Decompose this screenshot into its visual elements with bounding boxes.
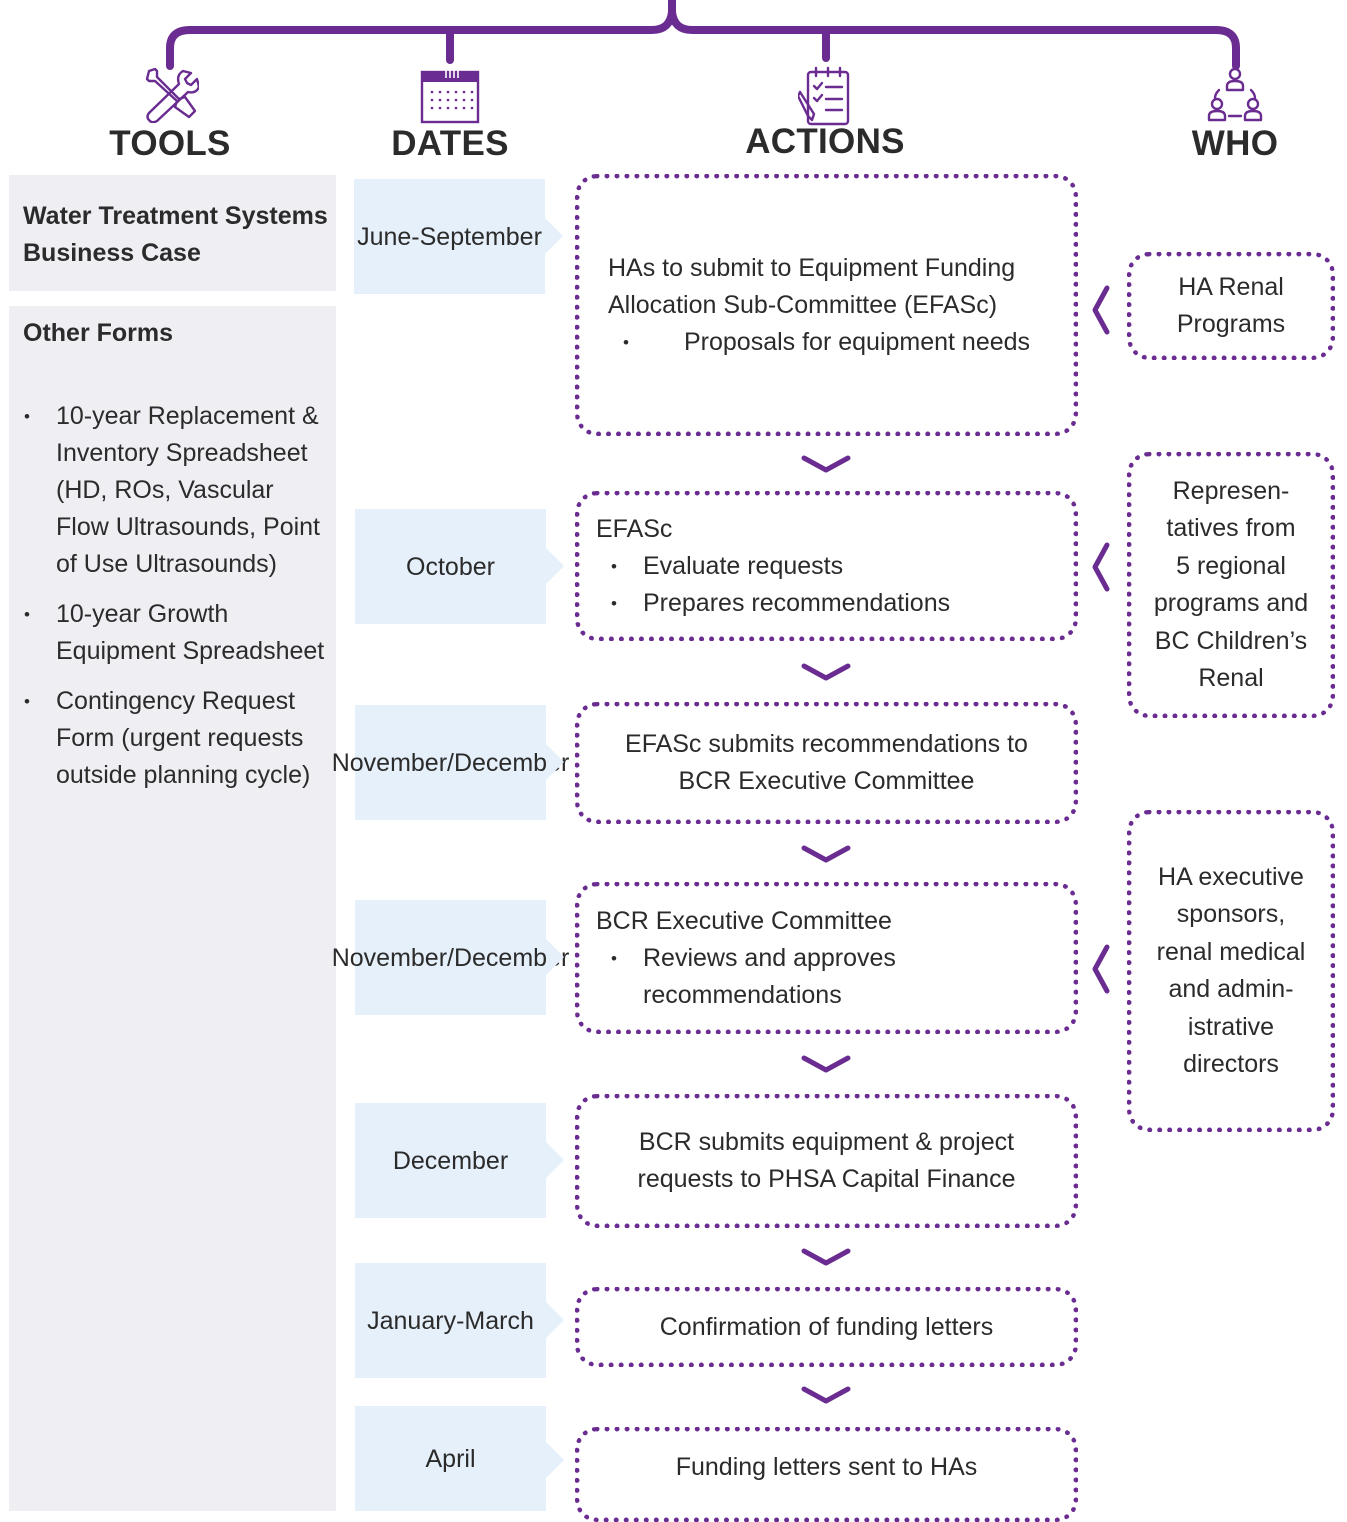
action-step-box: EFASc Evaluate requests Prepares recomme… — [575, 491, 1078, 641]
date-pointer — [546, 744, 564, 780]
who-line: Renal — [1198, 664, 1264, 692]
date-box: October — [355, 509, 546, 624]
date-box: June-September — [354, 179, 545, 294]
date-pointer — [546, 939, 564, 975]
tools-forms-list: 10-year Replacement & Inventory Spreadsh… — [9, 398, 327, 807]
list-item: 10-year Replacement & Inventory Spreadsh… — [9, 398, 327, 583]
who-line: istrative — [1187, 1012, 1275, 1041]
action-text: HAs to submit to Equipment Funding Alloc… — [608, 253, 1016, 319]
tools-other-forms-title: Other Forms — [23, 319, 174, 347]
who-line: 5 regional — [1176, 551, 1286, 580]
action-step-box: Confirmation of funding letters — [575, 1287, 1078, 1367]
action-bullet: Proposals for equipment needs — [608, 324, 1051, 361]
action-step-box: BCR Executive Committee Reviews and appr… — [575, 882, 1078, 1034]
calendar-icon — [420, 69, 480, 124]
dates-header: DATES — [391, 124, 509, 163]
who-line: and admin- — [1168, 975, 1294, 1003]
action-text: Confirmation of funding letters — [659, 1312, 994, 1341]
date-box: November/December — [332, 900, 569, 1015]
action-step-box: HAs to submit to Equipment Funding Alloc… — [575, 174, 1078, 436]
who-line: directors — [1183, 1050, 1279, 1078]
date-pointer — [546, 1142, 564, 1178]
action-step-box: BCR submits equipment & project requests… — [575, 1094, 1078, 1228]
chevron-left-icon — [1092, 542, 1110, 592]
tools-icon — [145, 67, 199, 123]
who-box: Represen- tatives from 5 regional progra… — [1127, 452, 1335, 718]
chevron-left-icon — [1092, 944, 1110, 994]
who-line: Programs — [1176, 310, 1286, 338]
action-text: Funding letters sent to HAs — [675, 1453, 978, 1481]
chevron-down-icon — [801, 663, 851, 681]
who-line: sponsors, — [1176, 900, 1286, 928]
date-line: April — [425, 1444, 476, 1473]
chevron-down-icon — [801, 455, 851, 473]
who-line: HA Renal — [1178, 272, 1284, 301]
date-line: December — [392, 1146, 509, 1175]
tools-business-case-title: Water Treatment Systems Business Case — [23, 202, 328, 267]
chevron-down-icon — [801, 1386, 851, 1404]
who-header: WHO — [1191, 124, 1279, 163]
date-line: November/ — [331, 748, 454, 777]
date-line: November/ — [331, 943, 454, 972]
action-text: EFASc — [596, 514, 673, 543]
who-line: programs and — [1153, 589, 1309, 617]
checklist-icon — [798, 66, 850, 126]
people-cycle-icon — [1207, 67, 1263, 122]
who-line: HA executive — [1158, 862, 1304, 891]
action-step-box: EFASc submits recommendations to BCR Exe… — [575, 702, 1078, 824]
tools-header: TOOLS — [109, 124, 231, 163]
action-text: BCR Executive Committee — [596, 906, 892, 935]
who-line: renal medical — [1156, 937, 1306, 966]
tools-box-business-case — [9, 175, 336, 291]
date-pointer — [546, 548, 564, 584]
date-pointer — [546, 1442, 564, 1478]
action-text: EFASc submits recommendations to BCR Exe… — [625, 730, 1028, 795]
date-pointer — [545, 218, 563, 254]
list-item: 10-year Growth Equipment Spreadsheet — [9, 596, 327, 670]
action-bullet: Reviews and approves recommendations — [596, 940, 1053, 1014]
list-item: Contingency Request Form (urgent request… — [9, 683, 327, 794]
date-box: April — [355, 1406, 546, 1511]
who-line: Represen- — [1172, 476, 1290, 505]
date-pointer — [546, 1302, 564, 1338]
date-line: March — [464, 1306, 534, 1335]
action-bullet: Prepares recommendations — [596, 585, 1053, 622]
chevron-down-icon — [801, 1055, 851, 1073]
who-box: HA executive sponsors, renal medical and… — [1127, 810, 1335, 1132]
chevron-down-icon — [801, 1248, 851, 1266]
date-box: December — [355, 1103, 546, 1218]
who-line: tatives from — [1166, 514, 1296, 542]
date-line: September — [419, 222, 542, 251]
date-line: October — [406, 552, 495, 581]
actions-header: ACTIONS — [745, 122, 905, 161]
date-line: June- — [357, 222, 420, 251]
action-bullet: Evaluate requests — [596, 548, 1053, 585]
chevron-down-icon — [801, 845, 851, 863]
action-text: BCR submits equipment & project requests… — [637, 1128, 1016, 1193]
date-line: January- — [367, 1306, 465, 1335]
date-box: January-March — [355, 1263, 546, 1378]
chevron-left-icon — [1092, 285, 1110, 335]
who-line: BC Children’s — [1154, 626, 1308, 655]
who-box: HA Renal Programs — [1127, 252, 1335, 360]
